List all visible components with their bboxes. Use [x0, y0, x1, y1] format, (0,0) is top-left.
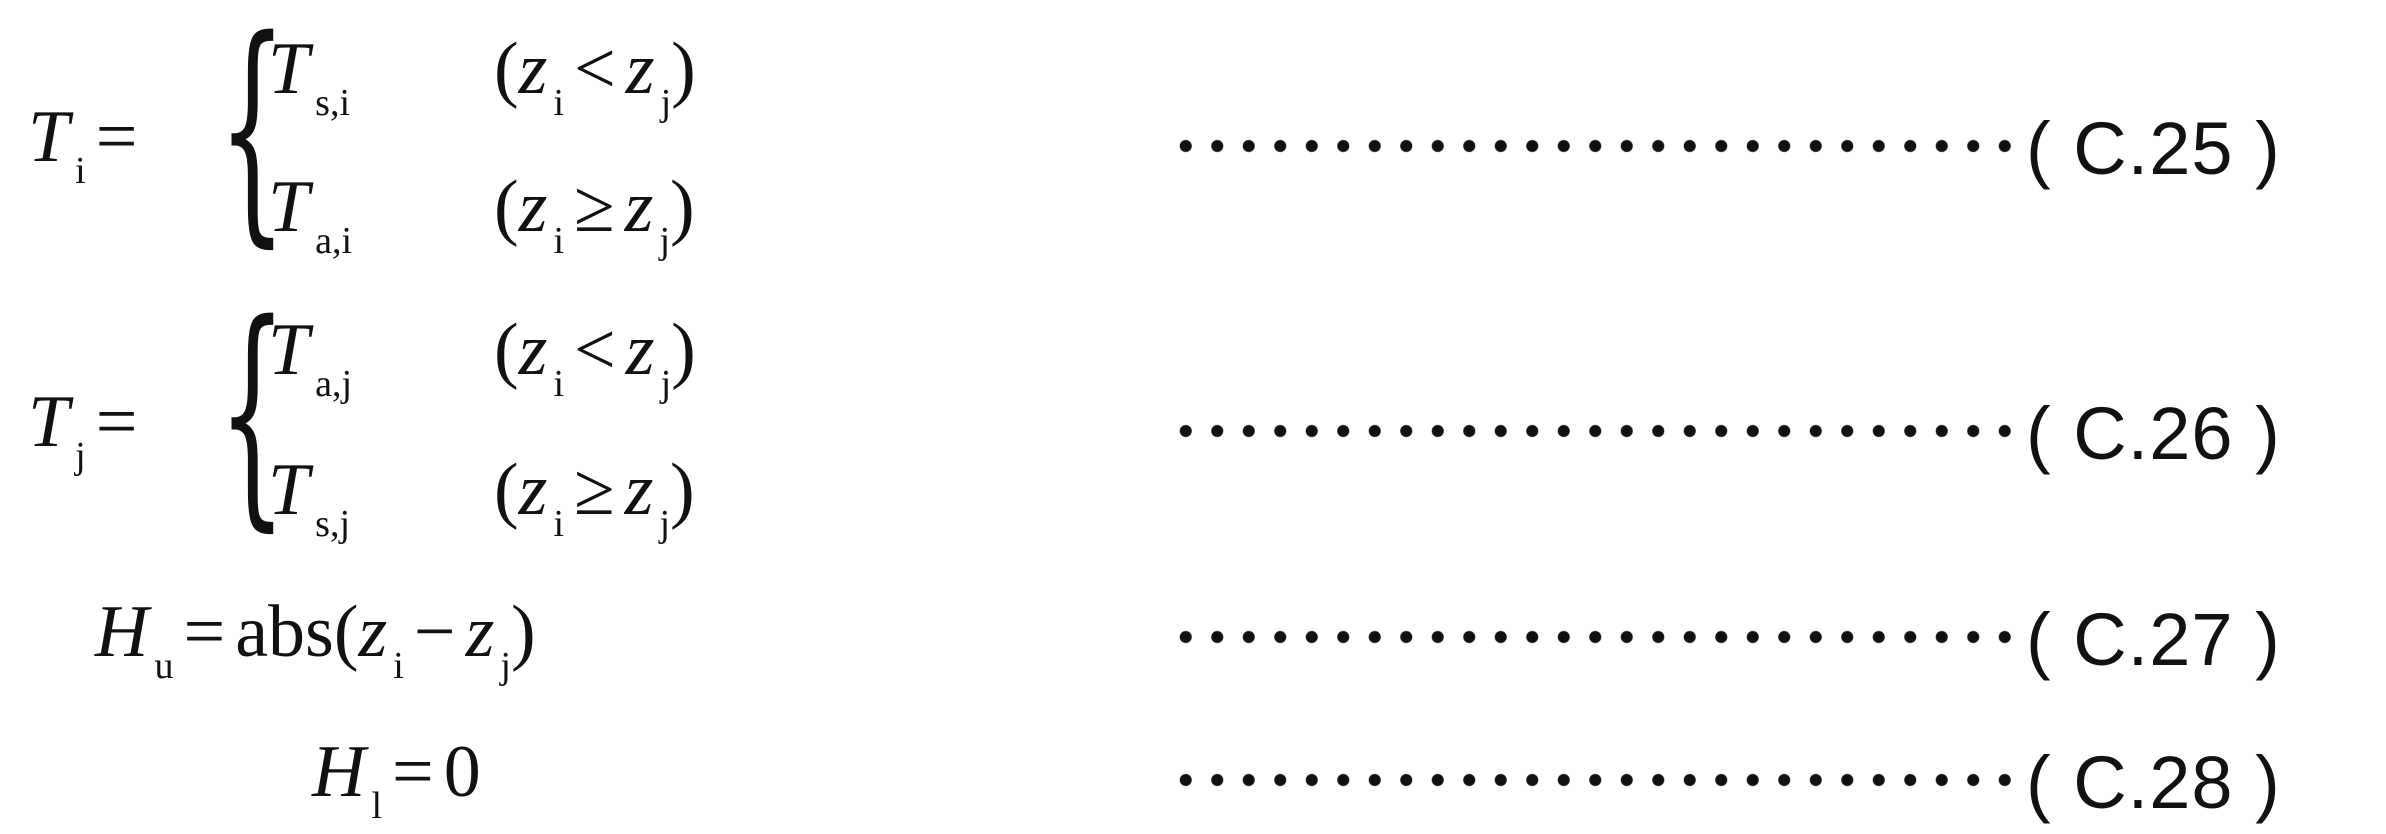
left-brace: {	[218, 0, 287, 268]
subscript: j	[660, 82, 672, 124]
function-name: abs(	[235, 591, 359, 673]
equals-sign: =	[95, 381, 138, 463]
equation-number: ( C.28 )	[2026, 741, 2281, 824]
subscript: s,j	[315, 503, 351, 545]
equation-number: ( C.27 )	[2026, 598, 2281, 681]
subscript: i	[553, 82, 565, 124]
dot-leader	[1170, 630, 2020, 644]
open-paren: (	[494, 28, 519, 110]
open-paren: (	[494, 449, 519, 531]
variable: z	[465, 591, 495, 673]
open-paren: (	[494, 309, 519, 391]
variable: T	[28, 381, 70, 463]
variable: T	[268, 166, 310, 248]
dot-leader	[1170, 773, 2020, 787]
variable: z	[625, 309, 655, 391]
equals-sign: =	[392, 731, 434, 813]
subscript: j	[660, 363, 672, 405]
variable: T	[268, 309, 310, 391]
variable: H	[95, 591, 149, 673]
subscript: j	[500, 645, 511, 687]
variable: z	[358, 591, 388, 673]
variable: T	[268, 449, 310, 531]
minus-sign: −	[413, 591, 456, 673]
value: 0	[443, 731, 481, 813]
subscript: a,i	[315, 220, 353, 262]
close-paren: )	[670, 449, 695, 531]
subscript: j	[659, 220, 671, 262]
variable: z	[518, 309, 548, 391]
dot-leader	[1170, 139, 2020, 153]
equals-sign: =	[183, 591, 226, 673]
equation-number: ( C.25 )	[2026, 107, 2281, 190]
variable: z	[625, 28, 655, 110]
dot-leader	[1170, 424, 2020, 438]
variable: z	[518, 28, 548, 110]
close-paren: )	[671, 309, 696, 391]
subscript: i	[393, 645, 404, 687]
subscript: j	[75, 435, 86, 477]
relation-operator: <	[574, 309, 616, 391]
close-paren: )	[510, 591, 536, 673]
variable: z	[518, 449, 548, 531]
subscript: l	[371, 785, 383, 827]
subscript: i	[75, 150, 86, 192]
variable: T	[268, 28, 310, 110]
variable: z	[624, 449, 654, 531]
close-paren: )	[671, 28, 696, 110]
subscript: j	[659, 503, 671, 545]
subscript: i	[553, 220, 565, 262]
equals-sign: =	[95, 96, 138, 178]
variable: T	[28, 96, 70, 178]
close-paren: )	[670, 166, 695, 248]
equation-number: ( C.26 )	[2026, 392, 2281, 475]
relation-operator: ≥	[574, 449, 615, 531]
subscript: a,j	[315, 363, 353, 405]
variable: z	[518, 166, 548, 248]
subscript: i	[553, 363, 565, 405]
relation-operator: ≥	[574, 166, 615, 248]
open-paren: (	[494, 166, 519, 248]
relation-operator: <	[574, 28, 616, 110]
subscript: s,i	[315, 82, 351, 124]
subscript: u	[154, 645, 174, 687]
variable: H	[312, 731, 366, 813]
variable: z	[624, 166, 654, 248]
left-brace: {	[218, 272, 287, 552]
subscript: i	[553, 503, 565, 545]
